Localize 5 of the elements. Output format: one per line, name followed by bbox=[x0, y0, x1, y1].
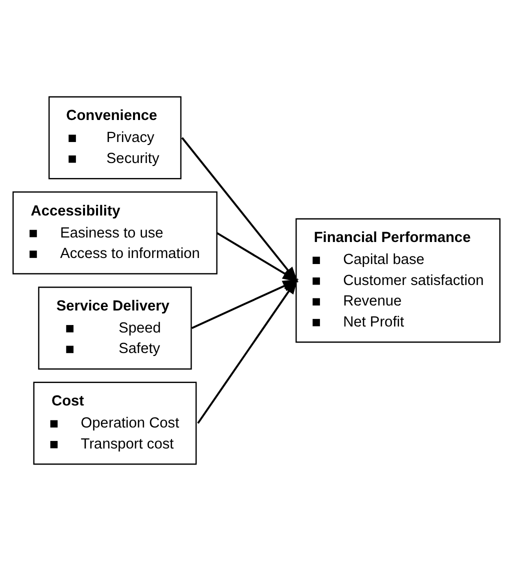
node-box: Financial Performance Capital base Customer satisfaction Revenue Net Profit bbox=[296, 218, 501, 343]
node-box: Service Delivery Speed Safety bbox=[38, 286, 192, 370]
node-box: Accessibility Easiness to use Access to information bbox=[12, 191, 218, 274]
node-box: Cost Operation Cost Transport cost bbox=[33, 382, 197, 465]
node-box: Convenience Privacy Security bbox=[48, 96, 182, 180]
